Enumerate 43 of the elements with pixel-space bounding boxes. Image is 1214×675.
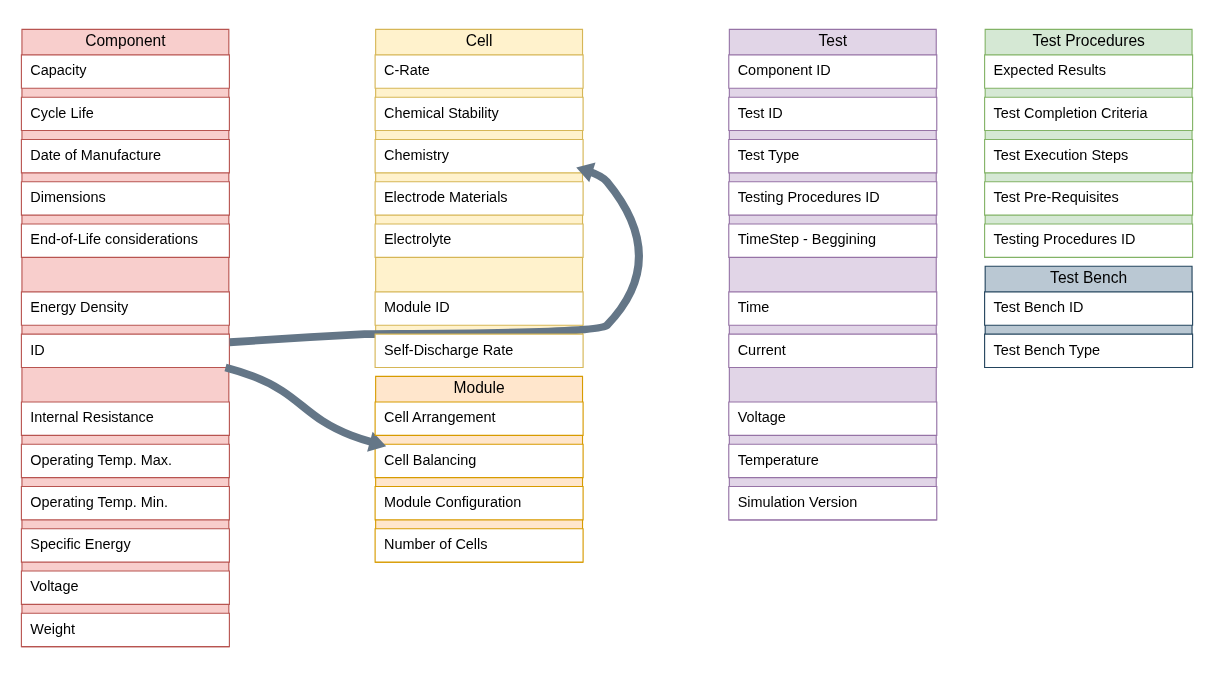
node-box: Testing Procedures ID (728, 180, 938, 216)
node-box: Time (728, 290, 938, 326)
node-box: Internal Resistance (20, 400, 230, 436)
node-box: Operating Temp. Min. (20, 485, 230, 520)
node-box: Chemical Stability (374, 96, 584, 131)
node-box: Module Configuration (374, 485, 584, 520)
node-box: Self-Discharge Rate (374, 333, 584, 368)
node-box: Test Execution Steps (984, 138, 1194, 173)
arrow (224, 363, 387, 452)
node-box: Testing Procedures ID (984, 222, 1194, 258)
node-box: Date of Manufacture (20, 138, 230, 173)
node-box: Cycle Life (20, 96, 230, 131)
node-box: End-of-Life considerations (20, 222, 230, 258)
node-box: Component ID (728, 53, 938, 89)
node-box: Test Pre-Requisites (984, 180, 1194, 216)
node-box: Electrolyte (374, 222, 584, 258)
node-box: Simulation Version (728, 485, 938, 520)
node-box: Cell Arrangement (374, 400, 584, 436)
node-box: Chemistry (374, 138, 584, 173)
arrow (229, 162, 643, 346)
node-box: Module ID (374, 290, 584, 326)
node-box: Specific Energy (20, 527, 230, 563)
node-box: Test Completion Criteria (984, 96, 1194, 131)
node-box: Test Bench Type (984, 333, 1194, 368)
node-box: Dimensions (20, 180, 230, 216)
node-box: Number of Cells (374, 527, 584, 563)
node-box: Electrode Materials (374, 180, 584, 216)
node-box: Weight (20, 612, 230, 647)
node-box: Capacity (20, 53, 230, 89)
node-box: Cell Balancing (374, 443, 584, 478)
node-box: Temperature (728, 443, 938, 478)
node-box: Test ID (728, 96, 938, 131)
node-box: Expected Results (984, 53, 1194, 89)
node-box: Operating Temp. Max. (20, 443, 230, 478)
node-box: C-Rate (374, 53, 584, 89)
node-box: Test Type (728, 138, 938, 173)
node-box: Voltage (728, 400, 938, 436)
node-box: ID (20, 333, 230, 368)
node-box: Current (728, 333, 938, 368)
node-box: Energy Density (20, 290, 230, 326)
node-box: Voltage (20, 569, 230, 605)
node-box: TimeStep - Beggining (728, 222, 938, 258)
node-box: Test Bench ID (984, 290, 1194, 326)
